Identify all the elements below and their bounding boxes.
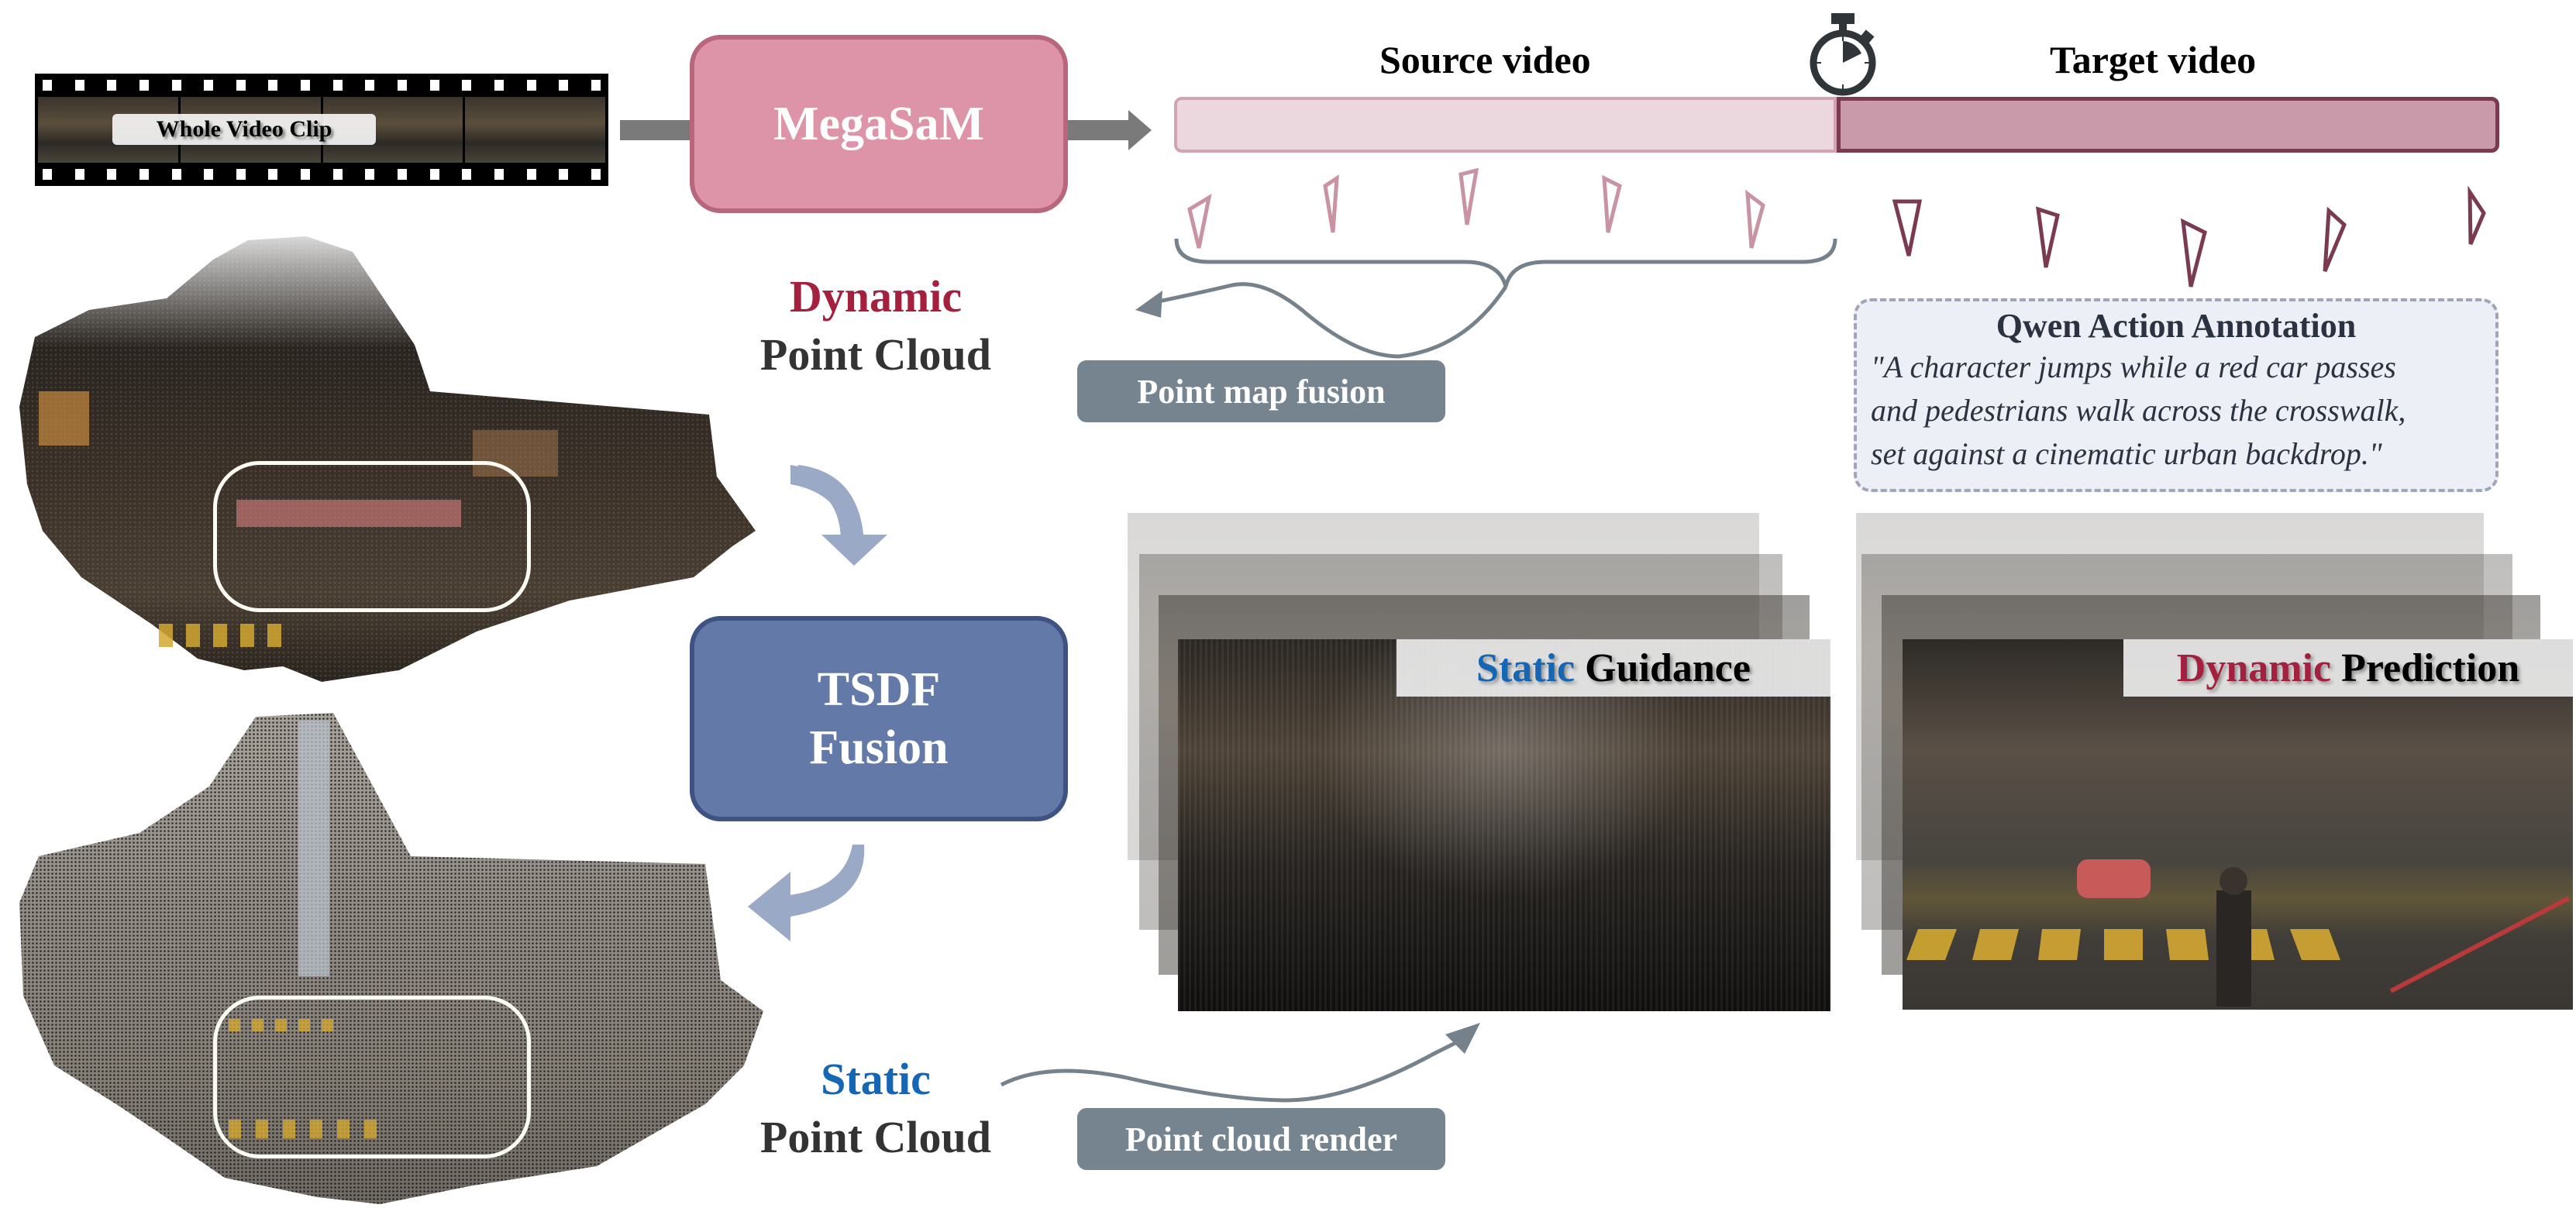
stopwatch-icon bbox=[1810, 13, 1876, 96]
target-frame-marker bbox=[1892, 199, 1923, 256]
static-word: Static bbox=[821, 1054, 931, 1104]
red-car bbox=[2077, 859, 2151, 898]
target-frame-marker bbox=[2468, 185, 2486, 245]
dynamic-point-cloud-label: Dynamic Point Cloud bbox=[732, 267, 1019, 384]
curve-to-static-guidance bbox=[1000, 1023, 1480, 1103]
annotation-line: "A character jumps while a red car passe… bbox=[1871, 349, 2396, 384]
point-cloud-word: Point Cloud bbox=[759, 1112, 992, 1163]
source-frame-marker bbox=[1187, 193, 1212, 249]
source-video-bar bbox=[1174, 97, 1837, 153]
dynamic-prediction-frame-front: Dynamic Prediction bbox=[1903, 639, 2573, 1010]
target-video-label: Target video bbox=[2050, 38, 2257, 81]
static-guidance-caption: Static Guidance bbox=[1396, 639, 1830, 697]
character-figure bbox=[2216, 890, 2251, 1007]
target-frame-marker bbox=[2035, 206, 2060, 268]
arrowhead-to-dynamic-cloud bbox=[1135, 291, 1162, 318]
annotation-line: and pedestrians walk across the crosswal… bbox=[1871, 393, 2406, 428]
curve-to-dynamic-cloud bbox=[1146, 282, 1508, 359]
arrow-megasam-to-timeline-shaft bbox=[1068, 120, 1130, 140]
dynamic-prediction-caption: Dynamic Prediction bbox=[2123, 639, 2573, 697]
film-perforations-top bbox=[43, 80, 601, 91]
source-frame-marker bbox=[1323, 174, 1339, 233]
guidance-word: Guidance bbox=[1585, 645, 1751, 690]
target-video-bar bbox=[1837, 97, 2499, 153]
static-guidance-frame-front: Static Guidance bbox=[1178, 639, 1830, 1011]
static-region-highlight bbox=[213, 996, 531, 1158]
tsdf-fusion-module: TSDF Fusion bbox=[690, 616, 1068, 821]
point-cloud-render-pill: Point cloud render bbox=[1077, 1108, 1445, 1170]
megasam-label: MegaSaM bbox=[773, 97, 985, 150]
street-scene-illustration bbox=[1906, 859, 2571, 1007]
prediction-word: Prediction bbox=[2341, 645, 2520, 690]
point-map-fusion-pill: Point map fusion bbox=[1077, 360, 1445, 422]
qwen-action-annotation-box: Qwen Action Annotation "A character jump… bbox=[1854, 298, 2499, 492]
source-frames-brace bbox=[1135, 238, 1837, 359]
arrow-tsdf-to-static bbox=[748, 845, 865, 941]
megasam-module: MegaSaM bbox=[690, 35, 1068, 213]
dynamic-region-highlight bbox=[213, 461, 531, 612]
source-video-label: Source video bbox=[1379, 38, 1591, 81]
dynamic-word: Dynamic bbox=[789, 271, 963, 322]
static-word: Static bbox=[1476, 645, 1576, 690]
tsdf-label-line1: TSDF bbox=[817, 663, 941, 717]
source-frame-marker bbox=[1602, 174, 1622, 233]
target-frame-marker bbox=[2180, 218, 2207, 287]
arrowhead-to-static-guidance bbox=[1445, 1023, 1480, 1054]
static-point-cloud-render bbox=[8, 701, 775, 1204]
arrow-megasam-to-timeline-head bbox=[1128, 110, 1152, 150]
arrow-dynamic-to-tsdf bbox=[790, 465, 887, 566]
film-perforations-bottom bbox=[43, 169, 601, 180]
point-cloud-word: Point Cloud bbox=[759, 329, 992, 380]
arrow-clip-to-megasam bbox=[620, 120, 690, 140]
tsdf-label-line2: Fusion bbox=[809, 721, 949, 774]
dynamic-point-cloud-render bbox=[12, 236, 763, 682]
target-frame-marker bbox=[2323, 206, 2347, 272]
static-point-cloud-label: Static Point Cloud bbox=[732, 1050, 1019, 1167]
source-frame-marker bbox=[1458, 167, 1479, 225]
annotation-title: Qwen Action Annotation bbox=[1996, 307, 2357, 345]
source-frame-marker bbox=[1745, 189, 1765, 249]
frame-markers bbox=[1187, 167, 2486, 287]
dynamic-word: Dynamic bbox=[2176, 645, 2332, 690]
annotation-line: set against a cinematic urban backdrop." bbox=[1871, 436, 2382, 471]
whole-video-clip-filmstrip: Whole Video Clip bbox=[35, 74, 608, 186]
whole-video-clip-label: Whole Video Clip bbox=[112, 114, 376, 145]
